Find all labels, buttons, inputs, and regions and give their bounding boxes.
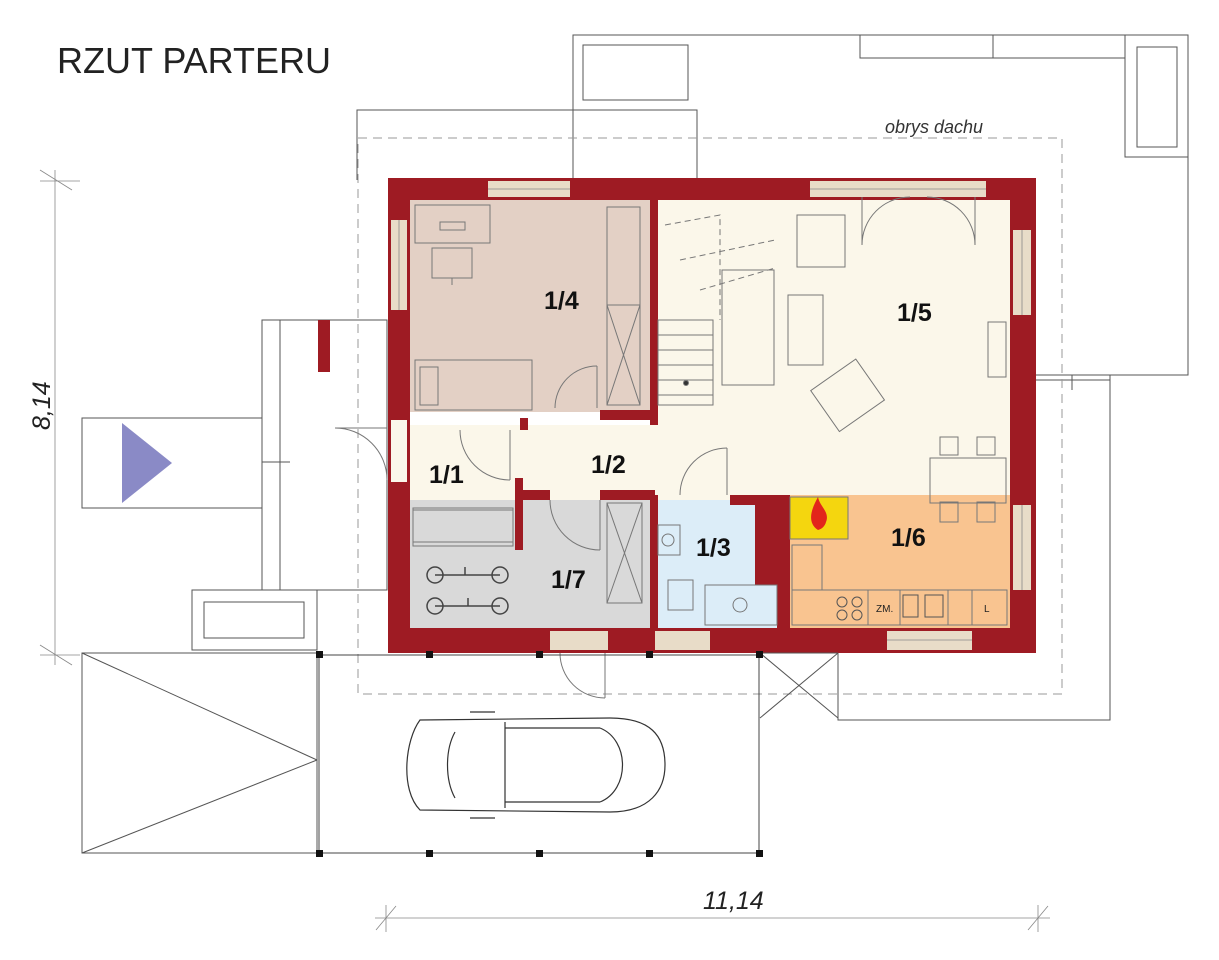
- kitchen-furniture: [791, 544, 1008, 626]
- fireplace: [789, 496, 849, 540]
- entrance-arrow-icon: [122, 423, 172, 503]
- plan-title: RZUT PARTERU: [57, 40, 331, 81]
- kitchen-fridge-label: ZM.: [876, 604, 893, 615]
- room-1-4-label: 1/4: [544, 287, 579, 315]
- horizontal-dimension-label: 11,14: [703, 887, 764, 915]
- room-1-1-label: 1/1: [429, 461, 464, 489]
- vertical-dimension: 8,14: [28, 169, 80, 666]
- room-1-6-label: 1/6: [891, 524, 926, 552]
- room-1-7-label: 1/7: [551, 566, 586, 594]
- room-1-7-area: [410, 500, 650, 628]
- car-icon: [406, 711, 666, 819]
- staircase: [657, 214, 776, 406]
- kitchen-cabinet-label: L: [984, 604, 990, 615]
- fireplace-flame-icon: [811, 497, 827, 530]
- bathroom-fixtures: [657, 524, 778, 626]
- roof-outline-label: obrys dachu: [885, 117, 983, 137]
- carport: [81, 651, 839, 857]
- bedroom-furniture: [414, 204, 641, 411]
- entrance-door-gap: [391, 420, 407, 482]
- room-1-2-label: 1/2: [591, 451, 626, 479]
- room-1-3-label: 1/3: [696, 534, 731, 562]
- horizontal-dimension: 11,14: [375, 887, 1050, 932]
- doors: [334, 196, 976, 699]
- room-1-5-label: 1/5: [897, 299, 932, 327]
- vertical-dimension-label: 8,14: [28, 381, 56, 430]
- roof-outline: [357, 137, 1063, 695]
- living-room-furniture: [721, 214, 1007, 523]
- bicycle-icon: [426, 566, 509, 615]
- hall-wardrobe: [412, 509, 514, 543]
